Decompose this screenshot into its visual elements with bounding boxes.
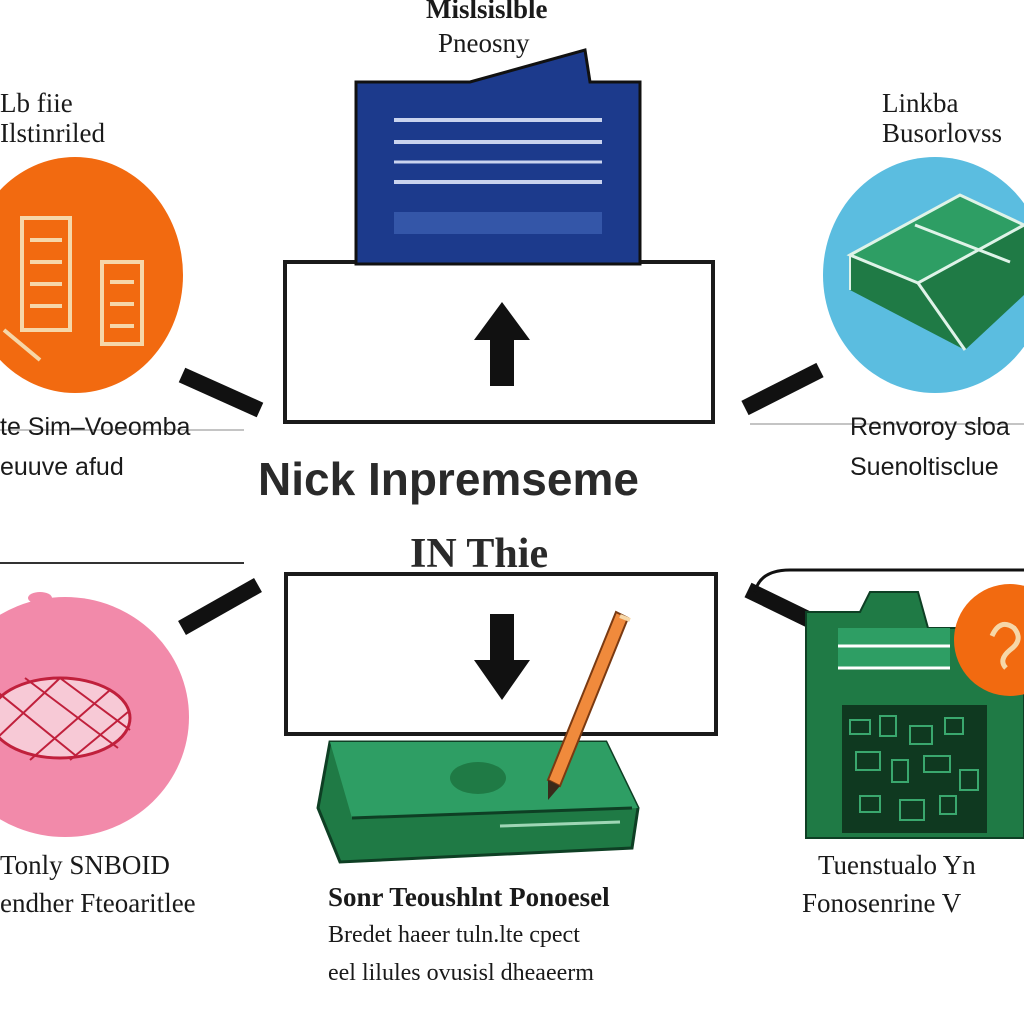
top-right-label-line1: Linkba xyxy=(882,88,959,118)
pink-circle-node xyxy=(0,592,189,837)
bottom-center-label-line1: Sonr Teoushlnt Ponoesel xyxy=(328,882,610,912)
top-label-line1: Mislsislble xyxy=(426,0,548,24)
bottom-center-label-line2: Bredet haeer tuln.lte cpect xyxy=(328,922,580,948)
bottom-right-label-line2: Fonosenrine V xyxy=(802,888,962,918)
blue-circle-node xyxy=(823,157,1024,393)
green-box-icon xyxy=(846,193,1024,351)
mid-left-label-line2: euuve afud xyxy=(0,453,124,481)
folder-icon xyxy=(805,584,1024,839)
bottom-right-label-line1: Tuenstualo Yn xyxy=(818,850,976,880)
pencil-icon xyxy=(546,610,631,800)
mid-right-label-line2: Suenoltisclue xyxy=(850,453,999,481)
bottom-left-label-line1: Tonly SNBOID xyxy=(0,850,170,880)
orange-circle-node xyxy=(0,157,183,393)
up-arrow-icon xyxy=(474,302,530,386)
building-icon xyxy=(2,216,144,362)
cash-box-icon xyxy=(316,740,640,864)
top-frame-node xyxy=(283,48,715,424)
down-arrow-icon xyxy=(474,614,530,700)
document-icon xyxy=(354,48,642,266)
mid-right-label-line1: Renvoroy sloa xyxy=(850,413,1010,441)
bottom-left-label-line2: endher Fteoaritlee xyxy=(0,888,196,918)
mid-left-label-line1: te Sim–Voeomba xyxy=(0,413,191,441)
top-left-label-line2: Ilstinriled xyxy=(0,118,105,148)
net-icon xyxy=(0,676,132,761)
top-left-label-line1: Lb fiie xyxy=(0,88,73,118)
center-title: Nick Inpremseme xyxy=(258,453,639,505)
top-right-label-line2: Busorlovss xyxy=(882,118,1003,148)
center-subtitle: IN Thie xyxy=(410,531,549,577)
bottom-frame-node xyxy=(284,572,718,864)
top-label-line2: Pneosny xyxy=(438,28,530,58)
bottom-center-label-line3: eel lilules ovusisl dheaeerm xyxy=(328,960,594,986)
